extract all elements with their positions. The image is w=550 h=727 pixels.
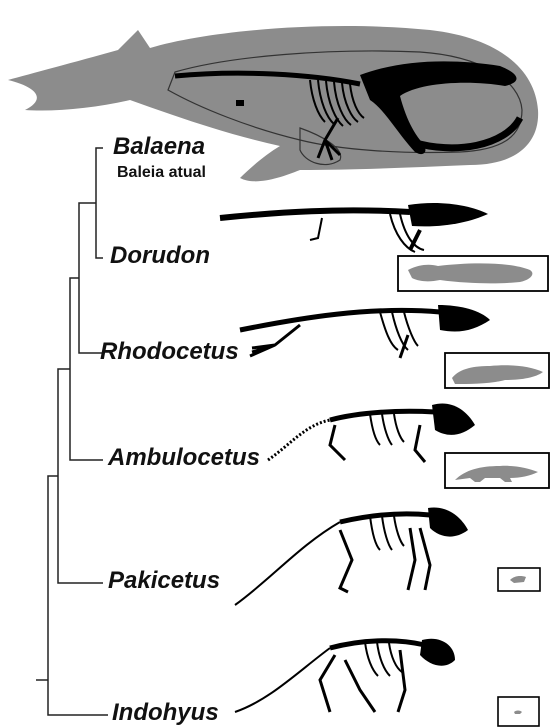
ambulocetus-ribcage — [370, 414, 404, 445]
taxon-label-ambulocetus: Ambulocetus — [108, 446, 260, 470]
rhodocetus-skeleton — [240, 305, 490, 358]
taxon-label-indohyus: Indohyus — [112, 701, 219, 725]
balaena-pelvic-remnant — [236, 100, 244, 106]
pakicetus-skeleton — [235, 507, 468, 605]
dorudon-hindlimb — [310, 218, 322, 240]
tree-branch-indohyus — [48, 476, 108, 715]
ambulocetus-tail — [268, 420, 330, 460]
indohyus-skeleton — [235, 639, 455, 712]
pakicetus-spine — [340, 514, 430, 522]
dorudon-skull — [408, 203, 488, 226]
rhodocetus-spine — [240, 310, 440, 330]
ambulocetus-silhouette-box — [445, 453, 549, 488]
ambulocetus-skeleton — [268, 404, 475, 462]
indohyus-silhouette-box — [498, 697, 539, 726]
tree-branch-pakicetus — [58, 369, 103, 583]
taxon-label-balaena: Balaena — [113, 135, 205, 159]
taxon-label-rhodocetus: Rhodocetus — [100, 340, 239, 364]
dorudon-skeleton — [220, 203, 488, 252]
pakicetus-silhouette-box — [498, 568, 540, 591]
rhodocetus-silhouette-box — [445, 353, 549, 388]
tree-branch-balaena-dorudon — [96, 148, 103, 258]
tree-branch-rhodocetus — [79, 203, 103, 353]
tree-branch-ambulocetus — [70, 278, 103, 460]
pakicetus-ribcage — [370, 516, 404, 550]
indohyus-skull — [420, 639, 455, 666]
phylogenetic-tree — [36, 148, 108, 715]
taxon-label-pakicetus: Pakicetus — [108, 569, 220, 593]
rhodocetus-skull — [438, 305, 490, 332]
common-name-balaena: Baleia atual — [117, 165, 206, 181]
dorudon-spine — [220, 210, 410, 218]
balaena-illustration — [8, 26, 538, 181]
indohyus-ribcage — [365, 642, 402, 676]
pakicetus-legs — [340, 528, 430, 592]
dorudon-silhouette-box — [398, 256, 548, 291]
ambulocetus-skull — [432, 404, 475, 435]
pakicetus-tail — [235, 522, 340, 605]
balaena-silhouette — [8, 26, 538, 181]
rhodocetus-ribcage — [380, 312, 418, 350]
taxon-label-dorudon: Dorudon — [110, 244, 210, 268]
indohyus-tail — [235, 648, 330, 712]
pakicetus-skull — [428, 507, 468, 536]
rhodocetus-hindlimb — [250, 325, 300, 356]
